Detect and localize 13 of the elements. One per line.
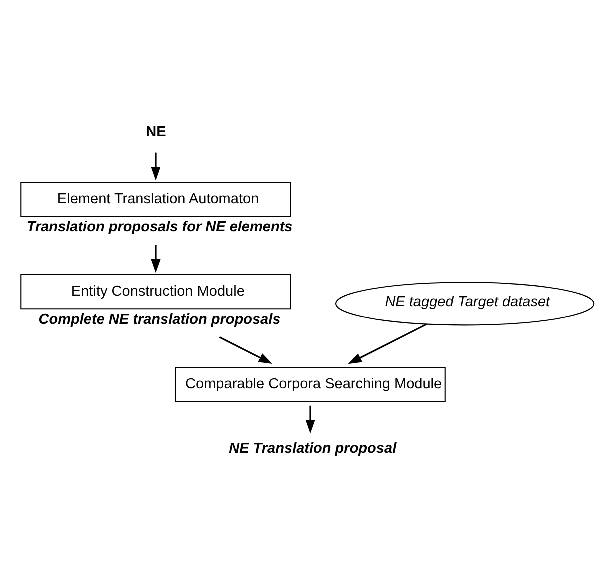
node-label: Complete NE translation proposals bbox=[38, 312, 281, 328]
arrow bbox=[348, 324, 428, 364]
node-box: Element Translation Automaton bbox=[20, 182, 292, 218]
node-box: Entity Construction Module bbox=[20, 274, 292, 310]
arrow bbox=[306, 406, 316, 434]
node-label: Translation proposals for NE elements bbox=[26, 220, 293, 236]
arrow bbox=[219, 336, 273, 364]
node-box: Comparable Corpora Searching Module bbox=[175, 367, 446, 402]
node-text: NE bbox=[146, 124, 166, 141]
node-ellipse: NE tagged Target dataset bbox=[336, 282, 595, 326]
node-text: NE Translation proposal bbox=[229, 440, 397, 457]
arrow bbox=[151, 152, 161, 181]
arrow bbox=[151, 245, 161, 274]
